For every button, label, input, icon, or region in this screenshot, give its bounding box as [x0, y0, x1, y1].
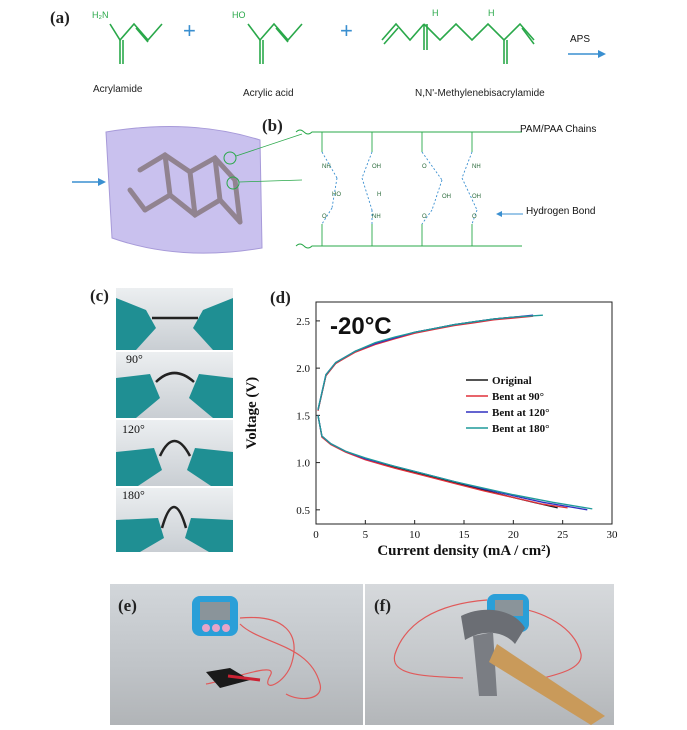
acid-group-label: HO	[232, 10, 246, 20]
photo-flat	[116, 288, 233, 350]
reaction-scheme	[109, 22, 606, 64]
panel-label-d: (d)	[270, 288, 291, 307]
acrylic-acid-structure	[247, 22, 303, 64]
reagent-label-mba: N,N'-Methylenebisacrylamide	[415, 88, 545, 99]
svg-text:O: O	[322, 214, 327, 220]
svg-text:NH: NH	[322, 164, 331, 170]
svg-text:OH: OH	[442, 194, 451, 200]
x-tick-label: 20	[508, 529, 520, 541]
svg-text:O: O	[422, 214, 427, 220]
initiator-label: APS	[570, 34, 591, 45]
x-tick-label: 0	[313, 529, 319, 541]
series-line-4-discharge	[317, 415, 593, 510]
angle-label-120: 120°	[122, 422, 145, 436]
panel-label-e: (e)	[118, 596, 137, 615]
angle-label-90: 90°	[126, 352, 143, 366]
chart-title: -20°C	[330, 313, 392, 340]
panel-label-b: (b)	[262, 116, 283, 135]
mba-structure	[381, 22, 535, 64]
photo-e	[110, 584, 363, 725]
panel-label-f: (f)	[374, 596, 391, 615]
svg-text:O: O	[422, 164, 427, 170]
svg-text:OH: OH	[472, 194, 481, 200]
hbond-pointer-arrow	[496, 211, 523, 217]
svg-text:NH: NH	[472, 164, 481, 170]
photo-bent-120	[116, 420, 233, 486]
reagent-label-acrylic-acid: Acrylic acid	[243, 88, 294, 99]
photo-bent-180	[116, 488, 233, 552]
svg-text:OH: OH	[372, 164, 381, 170]
y-tick-label: 2.5	[296, 316, 310, 328]
series-line-2-discharge	[317, 415, 568, 509]
svg-text:HO: HO	[332, 192, 341, 198]
hydrogel-cube	[72, 126, 303, 254]
x-tick-label: 5	[363, 529, 369, 541]
legend-label-4: Bent at 180°	[492, 423, 550, 435]
acrylamide-structure	[109, 22, 163, 64]
panel-label-c: (c)	[90, 286, 109, 305]
svg-text:H: H	[377, 192, 381, 198]
y-tick-label: 1.5	[296, 410, 310, 422]
plus-sign-2: +	[340, 18, 353, 43]
x-tick-label: 10	[409, 529, 421, 541]
plus-sign-1: +	[183, 18, 196, 43]
photo-bent-90	[116, 352, 233, 418]
photo-f	[365, 584, 614, 725]
x-tick-label: 30	[607, 529, 619, 541]
amide-group-label: H₂N	[92, 10, 109, 20]
svg-text:NH: NH	[372, 214, 381, 220]
panel-label-a: (a)	[50, 8, 70, 27]
legend-label-3: Bent at 120°	[492, 407, 550, 419]
nh-label-2: H	[488, 8, 495, 18]
reaction-arrow	[568, 50, 606, 58]
hbond-label: Hydrogen Bond	[526, 206, 596, 217]
x-axis-label: Current density (mA / cm²)	[377, 543, 550, 558]
y-tick-label: 1.0	[296, 458, 310, 470]
y-axis-label: Voltage (V)	[244, 377, 260, 449]
series-line-4-charge	[317, 314, 543, 410]
reagent-label-acrylamide: Acrylamide	[93, 84, 143, 95]
svg-text:O: O	[472, 214, 477, 220]
y-tick-label: 2.0	[296, 363, 310, 375]
nh-label-1: H	[432, 8, 439, 18]
legend-label-1: Original	[492, 375, 532, 387]
angle-label-180: 180°	[122, 488, 145, 502]
legend-label-2: Bent at 90°	[492, 391, 544, 403]
x-tick-label: 25	[557, 529, 569, 541]
x-tick-label: 15	[459, 529, 471, 541]
chains-label: PAM/PAA Chains	[520, 124, 597, 135]
y-tick-label: 0.5	[296, 505, 310, 517]
voltage-current-chart: -20°C 0 5 10 15 20 25 30 0.5 1.0 1.5 2.0 2.5 Origin…	[244, 301, 619, 558]
